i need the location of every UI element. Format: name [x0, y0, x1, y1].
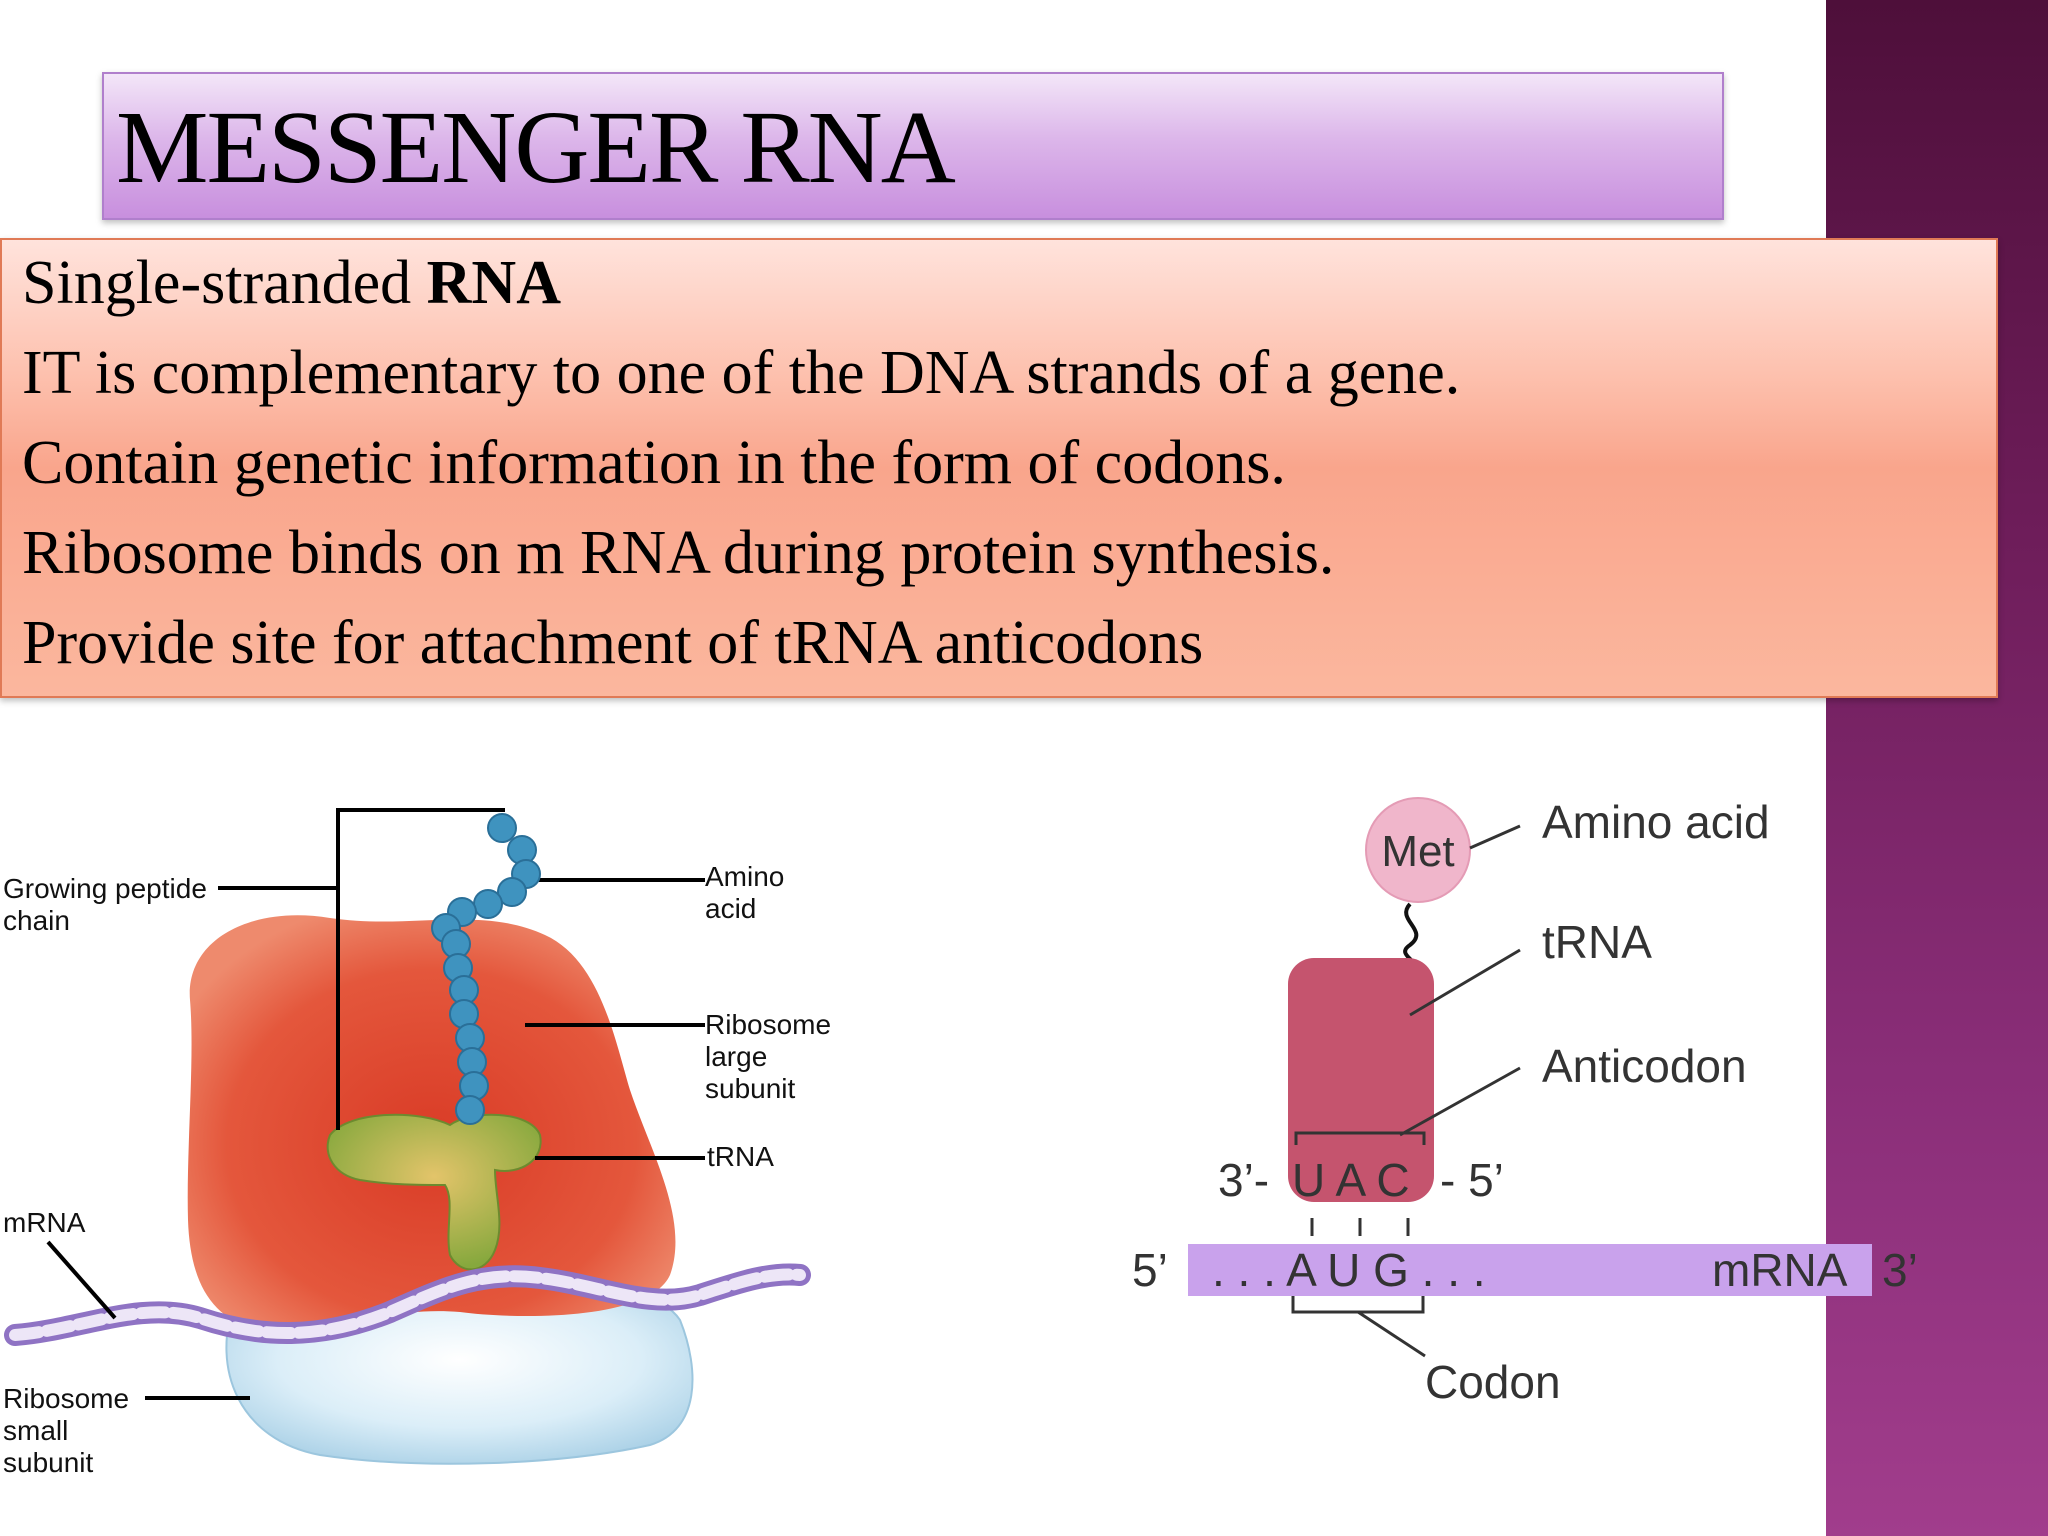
- amino-acid-bead: [497, 877, 527, 907]
- trna-label: tRNA: [1542, 916, 1652, 968]
- bullet-line: Ribosome binds on m RNA during protein s…: [22, 518, 1334, 588]
- trna-body: [1288, 958, 1434, 1202]
- codon-figure: Met Amino acid tRNA Anticodon 3’- U A C …: [1132, 796, 1918, 1408]
- mrna-3prime: 3’: [1882, 1244, 1918, 1296]
- codon-label: Codon: [1425, 1356, 1561, 1408]
- label-ribosome-large-2: large: [705, 1041, 767, 1072]
- bullet-line: Contain genetic information in the form …: [22, 428, 1286, 498]
- label-growing-peptide: Growing peptide: [3, 873, 207, 904]
- bullet-text: Single-stranded: [22, 249, 427, 317]
- label-amino-acid: Amino: [705, 861, 784, 892]
- label-mrna: mRNA: [3, 1207, 86, 1238]
- bullet-text: Provide site for attachment of tRNA anti…: [22, 609, 1204, 677]
- title-banner: Messenger RNA: [102, 72, 1724, 220]
- ribosome-leader-lines: [46, 808, 705, 1400]
- label-ribosome-large-3: subunit: [705, 1073, 796, 1104]
- anticodon-bases: U A C: [1292, 1154, 1410, 1206]
- codon-bases: . . . A U G . . .: [1212, 1244, 1486, 1296]
- peptide-chain: [431, 813, 541, 1125]
- trna-molecule: [326, 1113, 542, 1271]
- label-ribosome-small-2: small: [3, 1415, 68, 1446]
- mrna-bar: [1188, 1244, 1872, 1296]
- codon-leader-lines: [1291, 824, 1521, 1358]
- anticodon-label: Anticodon: [1542, 1040, 1747, 1092]
- met-label: Met: [1381, 827, 1454, 876]
- label-amino-acid-2: acid: [705, 893, 756, 924]
- label-growing-peptide-2: chain: [3, 905, 70, 936]
- bullet-panel: Single-stranded RNA IT is complementary …: [0, 238, 1998, 698]
- label-ribosome-small: Ribosome: [3, 1383, 129, 1414]
- ribosome-figure: Growing peptide chain Amino acid Ribosom…: [3, 808, 831, 1478]
- met-circle: [1365, 797, 1471, 903]
- bullet-bold-text: RNA: [426, 249, 561, 317]
- amino-acid-label: Amino acid: [1542, 796, 1770, 848]
- mrna-5prime: 5’: [1132, 1244, 1168, 1296]
- amino-acid-bead: [455, 1095, 485, 1125]
- amino-acid-bead: [487, 813, 517, 843]
- anticodon-5prime: - 5’: [1440, 1154, 1504, 1206]
- bullet-text: Contain genetic information in the form …: [22, 429, 1286, 497]
- amino-acid-bead: [473, 889, 503, 919]
- label-trna: tRNA: [707, 1141, 774, 1172]
- bullet-text: Ribosome binds on m RNA during protein s…: [22, 519, 1335, 587]
- label-ribosome-small-3: subunit: [3, 1447, 94, 1478]
- mrna-label: mRNA: [1712, 1244, 1848, 1296]
- anticodon-3prime: 3’-: [1218, 1154, 1269, 1206]
- mrna-strand-segments: [9, 1268, 806, 1341]
- bullet-line: Single-stranded RNA: [22, 248, 561, 318]
- figures-canvas: Growing peptide chain Amino acid Ribosom…: [3, 796, 1918, 1478]
- bullet-text: IT is complementary to one of the DNA st…: [22, 339, 1461, 407]
- bullet-line: Provide site for attachment of tRNA anti…: [22, 608, 1203, 678]
- slide-title: Messenger RNA: [116, 90, 956, 205]
- bullet-line: IT is complementary to one of the DNA st…: [22, 338, 1460, 408]
- label-ribosome-large: Ribosome: [705, 1009, 831, 1040]
